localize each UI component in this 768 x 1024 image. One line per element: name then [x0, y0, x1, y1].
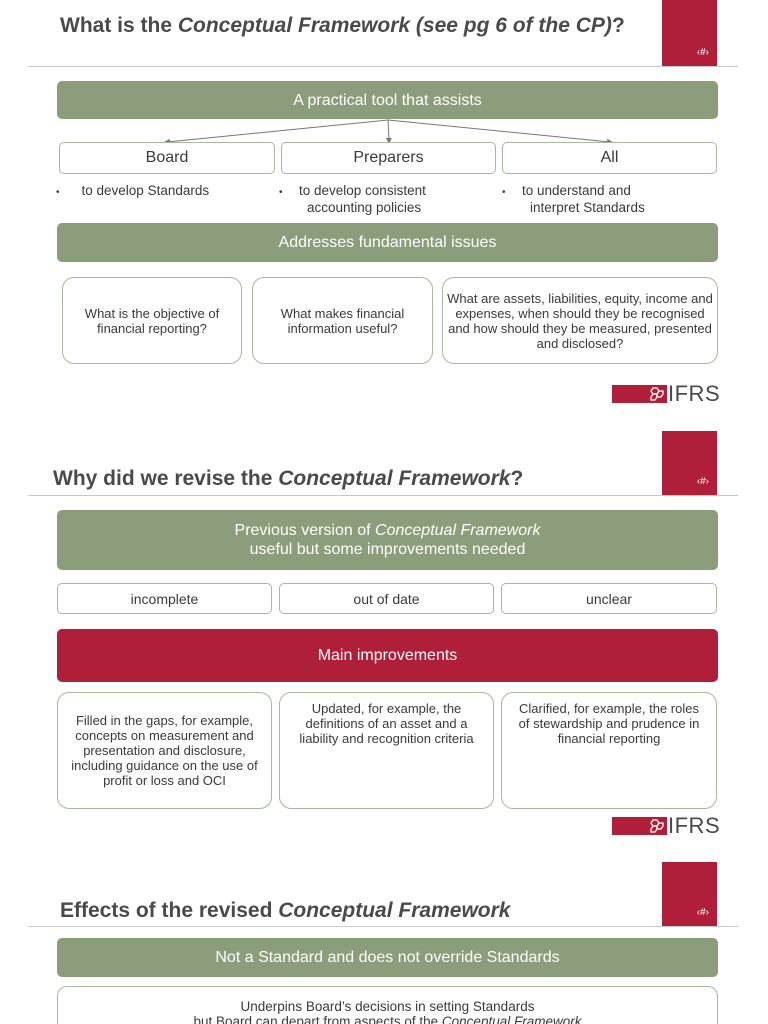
ifrs-hexagon-logo-icon — [650, 819, 664, 833]
slide1-red-tab: ‹#› — [662, 0, 717, 66]
improvement-text-2: Updated, for example, the definitions of… — [299, 701, 474, 746]
slide2-page-marker: ‹#› — [696, 476, 709, 487]
slide3-title: Effects of the revised Conceptual Framew… — [60, 899, 650, 922]
slide3-box-line1: Underpins Board’s decisions in setting S… — [240, 999, 535, 1014]
slide2-title-italic: Conceptual Framework — [278, 467, 511, 490]
logo-text: IFRS — [668, 813, 721, 838]
slide2-banner-line1: Previous version of Conceptual Framework — [235, 521, 541, 540]
slide1-title-b: ? — [611, 14, 625, 37]
arrow-to-board — [164, 119, 389, 145]
slide3-title-rule — [28, 926, 738, 927]
improvement-box-1: Filled in the gaps, for example, concept… — [57, 692, 272, 809]
question-text-2: What makes financial information useful? — [280, 305, 405, 336]
slide3-title-a: Effects of the revised — [60, 899, 279, 922]
slide2-title-b: ? — [510, 467, 524, 490]
issue-text-unclear: unclear — [586, 590, 632, 607]
slide2-title-a: Why did we revise the — [53, 467, 279, 490]
slide1-issues-banner: Addresses fundamental issues — [57, 223, 718, 262]
slide2-title-rule — [28, 495, 738, 496]
bullet-dot: • — [56, 187, 60, 198]
group-box-board: Board — [59, 142, 275, 174]
group-box-all: All — [502, 142, 717, 174]
slide2-banner-line1-italic: Conceptual Framework — [375, 522, 541, 539]
issue-text-incomplete: incomplete — [130, 590, 199, 607]
question-text-1: What is the objective of financial repor… — [84, 305, 220, 336]
logo-bar — [612, 385, 667, 403]
slide3-red-tab: ‹#› — [662, 862, 717, 926]
bullet-preparers: •to develop consistent accounting polici… — [279, 183, 426, 215]
question-text-3: What are assets, liabilities, equity, in… — [447, 290, 713, 351]
slide3-box-line2-italic: Conceptual Framework — [441, 1014, 582, 1024]
question-box-1: What is the objective of financial repor… — [62, 277, 242, 364]
slide1-connector-arrows — [164, 119, 613, 145]
bullet-all: •to understand and interpret Standards — [502, 183, 645, 215]
slide1-page-marker: ‹#› — [696, 47, 709, 58]
question-box-2: What makes financial information useful? — [252, 277, 433, 364]
issue-text-out-of-date: out of date — [353, 590, 420, 607]
arrow-to-preparers — [385, 119, 392, 144]
slide1-banner: A practical tool that assists — [57, 81, 718, 119]
group-label-board: Board — [145, 149, 189, 166]
slide3-banner: Not a Standard and does not override Sta… — [57, 938, 718, 977]
improvement-text-3: Clarified, for example, the roles of ste… — [518, 701, 700, 746]
improvement-text-1: Filled in the gaps, for example, concept… — [71, 713, 258, 788]
slide2-banner-line1-a: Previous version of — [234, 522, 376, 539]
slide3-box-line2: but Board can depart from aspects of the… — [58, 1014, 717, 1024]
slide1-title-a: What is the — [60, 14, 178, 37]
slide2-improvements-banner: Main improvements — [57, 629, 718, 682]
logo-bar — [612, 817, 667, 835]
slide1-ifrs-logo: IFRS — [612, 381, 720, 407]
group-label-all: All — [600, 149, 619, 166]
issue-box-incomplete: incomplete — [57, 583, 272, 614]
group-label-preparers: Preparers — [353, 149, 424, 166]
slide3-box-line2-a: but Board can depart from aspects of the — [193, 1014, 442, 1024]
bullet-board: • to develop Standards — [56, 183, 276, 200]
slide2-banner: Previous version of Conceptual Framework… — [57, 510, 718, 570]
improvement-box-3: Clarified, for example, the roles of ste… — [501, 692, 717, 809]
slide3-box: Underpins Board’s decisions in setting S… — [57, 986, 718, 1024]
slide3-page-marker: ‹#› — [696, 907, 709, 918]
question-box-3: What are assets, liabilities, equity, in… — [442, 277, 718, 364]
issue-box-out-of-date: out of date — [279, 583, 494, 614]
bullet-text-preparers: to develop consistent accounting policie… — [299, 183, 426, 215]
slide1-title: What is the Conceptual Framework (see pg… — [60, 14, 650, 37]
bullet-text-all: to understand and interpret Standards — [522, 183, 645, 215]
issue-box-unclear: unclear — [501, 583, 717, 614]
improvement-box-2: Updated, for example, the definitions of… — [279, 692, 494, 809]
logo-text: IFRS — [668, 381, 721, 406]
group-box-preparers: Preparers — [281, 142, 496, 174]
slide2-ifrs-logo: IFRS — [612, 813, 720, 839]
slide1-title-italic: Conceptual Framework (see pg 6 of the CP… — [177, 14, 612, 37]
bullet-text-board: to develop Standards — [81, 183, 210, 198]
ifrs-hexagon-logo-icon — [650, 387, 664, 401]
slide2-title: Why did we revise the Conceptual Framewo… — [53, 467, 653, 490]
slide2-banner-line2: useful but some improvements needed — [249, 541, 526, 558]
arrow-to-all — [387, 119, 613, 145]
slide2-red-tab: ‹#› — [662, 431, 717, 495]
slide3-title-italic: Conceptual Framework — [278, 899, 511, 922]
slide1-title-rule — [28, 66, 738, 67]
